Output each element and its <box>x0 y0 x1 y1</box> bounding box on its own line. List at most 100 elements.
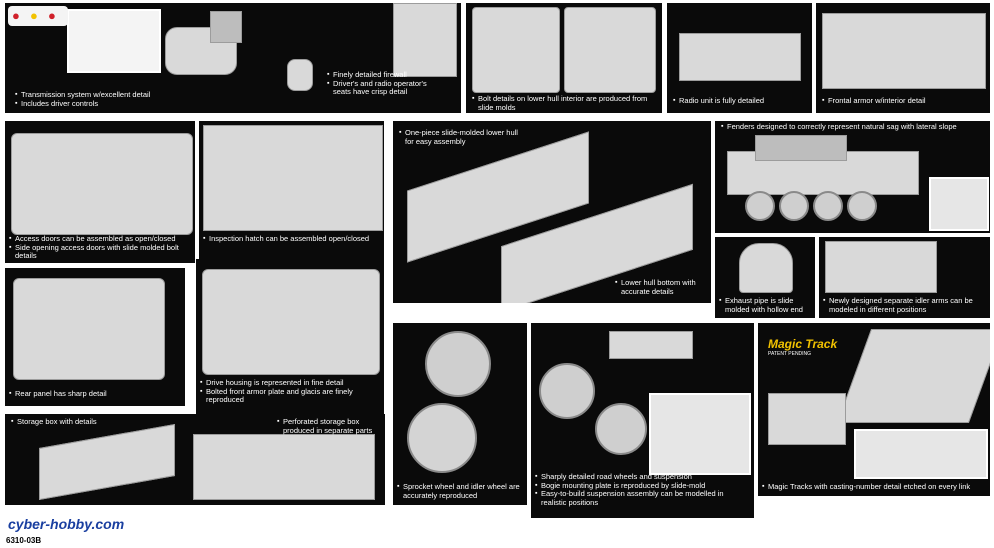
storage-box <box>39 424 175 500</box>
bolts-part-right <box>564 7 656 93</box>
radio-caption: Radio unit is fully detailed <box>673 96 809 106</box>
caption-line: Easy-to-build suspension assembly can be… <box>535 489 751 507</box>
storage-caption: Storage box with details <box>11 417 171 427</box>
magic-track-sub: PATENT PENDING <box>768 351 812 357</box>
caption-line: Perforated storage box produced in separ… <box>277 417 381 435</box>
panel-transmission: Transmission system w/excellent detail I… <box>5 3 461 113</box>
inspection-caption: Inspection hatch can be assembled open/c… <box>203 234 383 244</box>
rear-panel <box>13 278 165 380</box>
caption-line: Magic Tracks with casting-number detail … <box>762 482 990 492</box>
caption-line: Access doors can be assembled as open/cl… <box>9 234 193 244</box>
caption-line: Bogie mounting plate is reproduced by sl… <box>535 481 751 491</box>
storage-perf-caption: Perforated storage box produced in separ… <box>277 417 381 435</box>
caption-line: Side opening access doors with slide mol… <box>9 243 193 261</box>
roadwheels-caption: Sharply detailed road wheels and suspens… <box>535 472 751 507</box>
transmission-inset <box>67 9 161 73</box>
panel-drive: Drive housing is represented in fine det… <box>196 259 384 414</box>
lower-hull-caption: One-piece slide-molded lower hull for ea… <box>399 128 519 146</box>
firewall-caption: Finely detailed firewall Driver's and ra… <box>327 70 437 97</box>
roadwheel-inset <box>649 393 751 475</box>
brand-logo-red-glyph: ● <box>12 8 20 23</box>
exhaust-part <box>739 243 793 293</box>
panel-fenders: Fenders designed to correctly represent … <box>715 121 990 233</box>
track-links <box>836 329 990 423</box>
transmission-caption: Transmission system w/excellent detail I… <box>15 90 215 109</box>
road-wheel <box>847 191 877 221</box>
caption-line: Rear panel has sharp detail <box>9 389 185 399</box>
drive-caption: Drive housing is represented in fine det… <box>200 378 382 405</box>
caption-line: Frontal armor w/interior detail <box>822 96 988 106</box>
panel-bolts: Bolt details on lower hull interior are … <box>466 3 662 113</box>
bogie-plate <box>609 331 693 359</box>
lower-hull-bottom-caption: Lower hull bottom with accurate details <box>615 278 709 296</box>
fenders-caption: Fenders designed to correctly represent … <box>721 122 987 132</box>
watermark-url: cyber-hobby.com <box>8 516 125 532</box>
caption-line: Driver's and radio operator's seats have… <box>327 79 437 97</box>
firewall-part <box>393 3 457 77</box>
road-wheel <box>595 403 647 455</box>
caption-line: Newly designed separate idler arms can b… <box>823 296 988 314</box>
bolts-caption: Bolt details on lower hull interior are … <box>472 94 658 112</box>
magic-track-title: Magic Track <box>768 337 838 351</box>
frontal-part <box>822 13 986 89</box>
caption-line: Radio unit is fully detailed <box>673 96 809 106</box>
sprocket-wheel <box>407 403 477 473</box>
road-wheel <box>745 191 775 221</box>
caption-line: Lower hull bottom with accurate details <box>615 278 709 296</box>
road-wheel <box>779 191 809 221</box>
caption-line: Inspection hatch can be assembled open/c… <box>203 234 383 244</box>
panel-access: Access doors can be assembled as open/cl… <box>5 121 195 263</box>
rear-caption: Rear panel has sharp detail <box>9 389 185 399</box>
inspection-hull <box>203 125 383 231</box>
idler-caption: Newly designed separate idler arms can b… <box>823 296 988 314</box>
brand-logo: ● ● ● <box>8 6 68 36</box>
drive-housing <box>202 269 380 375</box>
sprocket-caption: Sprocket wheel and idler wheel are accur… <box>397 482 525 500</box>
caption-line: Storage box with details <box>11 417 171 427</box>
caption-line: Bolted front armor plate and glacis are … <box>200 387 382 405</box>
brand-logo-yellow-glyph: ● <box>30 8 38 23</box>
caption-line: Fenders designed to correctly represent … <box>721 122 987 132</box>
road-wheel <box>539 363 595 419</box>
access-caption: Access doors can be assembled as open/cl… <box>9 234 193 261</box>
panel-tracks: Magic Track PATENT PENDING Magic Tracks … <box>758 323 990 496</box>
perforated-box <box>193 434 375 500</box>
caption-line: Exhaust pipe is slide molded with hollow… <box>719 296 813 314</box>
panel-roadwheels: Sharply detailed road wheels and suspens… <box>531 323 754 518</box>
tracks-caption: Magic Tracks with casting-number detail … <box>762 482 990 492</box>
radio-part <box>679 33 801 81</box>
caption-line: Finely detailed firewall <box>327 70 437 80</box>
panel-frontal: Frontal armor w/interior detail <box>816 3 990 113</box>
panel-storage: Storage box with details Perforated stor… <box>5 414 385 505</box>
caption-line: Sprocket wheel and idler wheel are accur… <box>397 482 525 500</box>
fender-inset <box>929 177 989 231</box>
panel-radio: Radio unit is fully detailed <box>667 3 812 113</box>
panel-lower-hull: One-piece slide-molded lower hull for ea… <box>393 121 711 303</box>
caption-line: Drive housing is represented in fine det… <box>200 378 382 388</box>
caption-line: Transmission system w/excellent detail <box>15 90 215 100</box>
panel-sprocket: Sprocket wheel and idler wheel are accur… <box>393 323 527 505</box>
seat-part <box>287 59 313 91</box>
brand-logo-graphic <box>8 6 68 26</box>
tracks-inset <box>854 429 988 479</box>
brand-logo-red-glyph-2: ● <box>48 8 56 23</box>
access-hull <box>11 133 193 235</box>
panel-inspection: Inspection hatch can be assembled open/c… <box>199 121 384 263</box>
caption-line: Sharply detailed road wheels and suspens… <box>535 472 751 482</box>
corner-logo-text: 6310-03B <box>6 536 42 545</box>
panel-rear: Rear panel has sharp detail <box>5 268 185 406</box>
caption-line: One-piece slide-molded lower hull for ea… <box>399 128 519 146</box>
idler-part <box>825 241 937 293</box>
track-link-single <box>768 393 846 445</box>
road-wheel <box>813 191 843 221</box>
panel-exhaust: Exhaust pipe is slide molded with hollow… <box>715 237 815 318</box>
idler-wheel <box>425 331 491 397</box>
exhaust-caption: Exhaust pipe is slide molded with hollow… <box>719 296 813 314</box>
frontal-caption: Frontal armor w/interior detail <box>822 96 988 106</box>
bolts-part-left <box>472 7 560 93</box>
caption-line: Bolt details on lower hull interior are … <box>472 94 658 112</box>
caption-line: Includes driver controls <box>15 99 215 109</box>
panel-idler: Newly designed separate idler arms can b… <box>819 237 990 318</box>
tank-turret <box>755 135 847 161</box>
magic-track-logo: Magic Track PATENT PENDING <box>768 337 840 377</box>
